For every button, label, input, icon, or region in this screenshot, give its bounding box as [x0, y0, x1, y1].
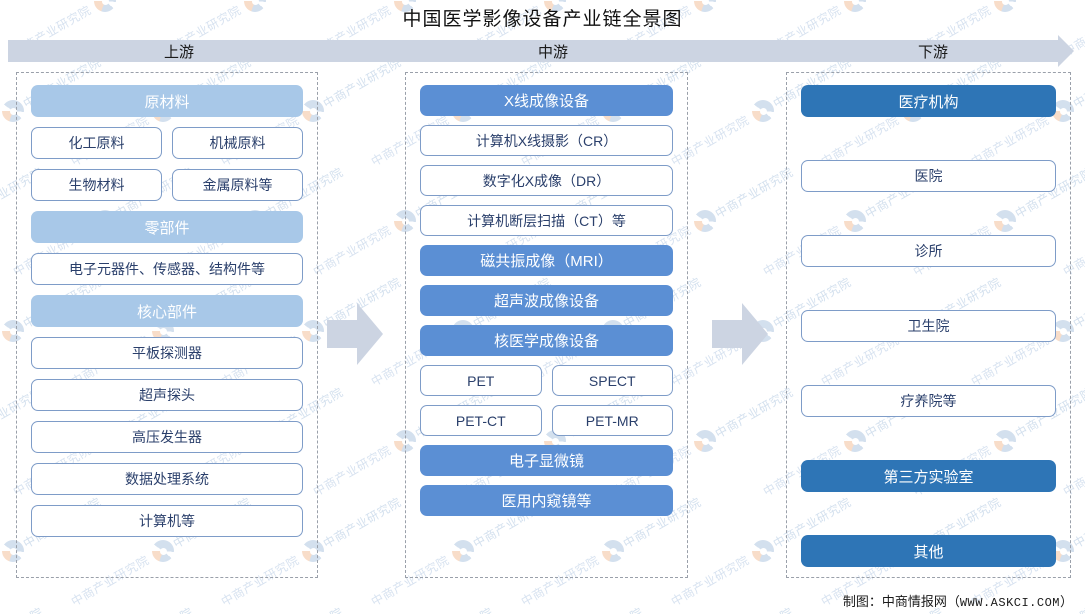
- midstream-group-header-磁共振成像-mri[interactable]: 磁共振成像（MRI）: [420, 245, 673, 276]
- midstream-group-header-x线成像设备[interactable]: X线成像设备: [420, 85, 673, 116]
- midstream-column: X线成像设备计算机X线摄影（CR） 数字化X成像（DR） 计算机断层扫描（CT）等磁…: [405, 72, 688, 578]
- stage-band-bar: [8, 40, 1060, 62]
- midstream-item-pet-ct[interactable]: PET-CT: [420, 405, 542, 436]
- footer-credit-suffix: ）: [1059, 594, 1073, 609]
- footer-credit: 制图：中商情报网（WWW.ASKCI.COM）: [843, 591, 1073, 610]
- upstream-group-header-原材料[interactable]: 原材料: [31, 85, 303, 117]
- upstream-column: 原材料化工原料机械原料生物材料金属原料等零部件电子元器件、传感器、结构件等核心部…: [16, 72, 318, 578]
- upstream-item-生物材料[interactable]: 生物材料: [31, 169, 162, 201]
- upstream-item-机械原料[interactable]: 机械原料: [172, 127, 303, 159]
- upstream-group-header-核心部件[interactable]: 核心部件: [31, 295, 303, 327]
- midstream-item-spect[interactable]: SPECT: [551, 365, 673, 396]
- midstream-group-header-电子显微镜[interactable]: 电子显微镜: [420, 445, 673, 476]
- downstream-item-疗养院等[interactable]: 疗养院等: [801, 385, 1056, 417]
- midstream-item-row: PET SPECT: [420, 365, 673, 405]
- midstream-group-header-医用内窥镜等[interactable]: 医用内窥镜等: [420, 485, 673, 516]
- downstream-item-卫生院[interactable]: 卫生院: [801, 310, 1056, 342]
- downstream-group-header-其他[interactable]: 其他: [801, 535, 1056, 567]
- downstream-group-header-医疗机构[interactable]: 医疗机构: [801, 85, 1056, 117]
- stage-label-midstream: 中游: [537, 44, 568, 61]
- downstream-column: 医疗机构医院诊所卫生院疗养院等第三方实验室其他: [786, 72, 1071, 578]
- midstream-item-pet-mr[interactable]: PET-MR: [551, 405, 673, 436]
- midstream-group-header-核医学成像设备[interactable]: 核医学成像设备: [420, 325, 673, 356]
- stage-band-arrowhead-icon: [1058, 35, 1074, 67]
- midstream-item-计算机断层扫描-ct-等[interactable]: 计算机断层扫描（CT）等: [420, 205, 673, 236]
- midstream-item-row: PET-CT PET-MR: [420, 405, 673, 445]
- upstream-group-header-零部件[interactable]: 零部件: [31, 211, 303, 243]
- footer-credit-prefix: 制图：中商情报网（: [842, 594, 960, 609]
- midstream-item-数字化x成像-dr[interactable]: 数字化X成像（DR）: [420, 165, 673, 196]
- upstream-item-平板探测器[interactable]: 平板探测器: [31, 337, 303, 369]
- upstream-item-row: 生物材料金属原料等: [31, 169, 303, 211]
- upstream-item-数据处理系统[interactable]: 数据处理系统: [31, 463, 303, 495]
- arrow-upstream-to-midstream-icon: [327, 303, 383, 365]
- upstream-item-金属原料等[interactable]: 金属原料等: [172, 169, 303, 201]
- upstream-item-超声探头[interactable]: 超声探头: [31, 379, 303, 411]
- midstream-item-pet[interactable]: PET: [420, 365, 542, 396]
- midstream-item-计算机x线摄影-cr[interactable]: 计算机X线摄影（CR）: [420, 125, 673, 156]
- stage-label-upstream: 上游: [163, 44, 194, 61]
- upstream-item-高压发生器[interactable]: 高压发生器: [31, 421, 303, 453]
- downstream-group-header-第三方实验室[interactable]: 第三方实验室: [801, 460, 1056, 492]
- upstream-item-row: 化工原料机械原料: [31, 127, 303, 169]
- upstream-item-电子元器件-传感器-结构件等[interactable]: 电子元器件、传感器、结构件等: [31, 253, 303, 285]
- page-title: 中国医学影像设备产业链全景图: [402, 9, 683, 30]
- upstream-item-化工原料[interactable]: 化工原料: [31, 127, 162, 159]
- downstream-item-诊所[interactable]: 诊所: [801, 235, 1056, 267]
- footer-credit-url: WWW.ASKCI.COM: [959, 596, 1060, 610]
- stage-band: 上游 中游 下游: [8, 35, 1074, 67]
- stage-label-downstream: 下游: [917, 44, 948, 61]
- upstream-item-计算机等[interactable]: 计算机等: [31, 505, 303, 537]
- arrow-midstream-to-downstream-icon: [712, 303, 768, 365]
- downstream-item-医院[interactable]: 医院: [801, 160, 1056, 192]
- midstream-group-header-超声波成像设备[interactable]: 超声波成像设备: [420, 285, 673, 316]
